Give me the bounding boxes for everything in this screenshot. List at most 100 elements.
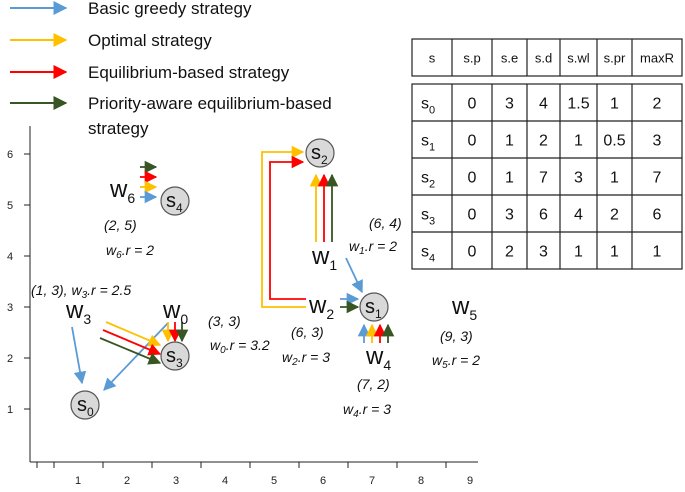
arrow-w1-s1-greedy <box>345 257 363 294</box>
legend-label: Optimal strategy <box>88 31 212 50</box>
station-s4: s4 <box>160 186 190 216</box>
assignment-arrows <box>71 145 395 391</box>
station-node <box>70 390 100 420</box>
worker-radius: w5.r = 2 <box>432 352 480 371</box>
table-cell: 0 <box>468 244 477 261</box>
table-cell: 0 <box>468 207 477 224</box>
legend-item-equilibrium: Equilibrium-based strategy <box>10 63 290 82</box>
table-cell: 1.5 <box>567 96 589 113</box>
table-cell: 4 <box>539 96 548 113</box>
station-s3: s3 <box>160 341 190 371</box>
worker-w3: w3 (1, 3), w3.r = 2.5 <box>31 282 131 327</box>
arrow-w2-s2-optimal <box>261 145 306 308</box>
table-header-box <box>411 38 683 77</box>
worker-w6: w6 (2, 5) w6.r = 2 <box>104 176 154 261</box>
y-tick-label: 6 <box>7 149 13 161</box>
station-node <box>305 138 335 168</box>
table-header-cell: s.e <box>501 51 518 66</box>
legend: Basic greedy strategy Optimal strategy E… <box>10 0 332 138</box>
table-cell: 3 <box>539 244 548 261</box>
table-cell: 3 <box>653 133 662 150</box>
table-cell: 1 <box>505 170 514 187</box>
arrow-w3-s3-equilibrium <box>102 329 162 356</box>
table-station-cell: s2 <box>421 170 435 191</box>
legend-item-priority: Priority-aware equilibrium-based strateg… <box>10 94 332 138</box>
worker-radius: w0.r = 3.2 <box>210 337 270 356</box>
table-cell: 2 <box>539 133 548 150</box>
worker-coord: (3, 3) <box>208 313 241 329</box>
worker-coord: (9, 3) <box>440 328 473 344</box>
table-cell: 2 <box>505 244 514 261</box>
worker-coord: (6, 4) <box>369 215 402 231</box>
worker-w2: w2 (6, 3) w2.r = 3 <box>282 292 334 368</box>
table-header-cell: s.wl <box>567 51 590 66</box>
worker-radius: w6.r = 2 <box>106 242 154 261</box>
x-tick-label: 5 <box>271 475 277 487</box>
table-header-cell: maxR <box>640 51 674 66</box>
legend-label: Priority-aware equilibrium-based <box>88 94 332 113</box>
worker-radius: w4.r = 3 <box>343 401 391 420</box>
worker-label: w3 <box>65 297 91 327</box>
table-cell: 4 <box>574 207 583 224</box>
table-cell: 3 <box>505 207 514 224</box>
arrow-w0-s0-greedy <box>103 322 169 391</box>
station-label: s1 <box>365 296 382 321</box>
legend-label: Equilibrium-based strategy <box>88 63 290 82</box>
worker-w0: w0 (3, 3) w0.r = 3.2 <box>162 297 270 356</box>
table-station-cell: s4 <box>421 244 435 265</box>
station-node <box>160 341 190 371</box>
worker-coord: (6, 3) <box>291 324 324 340</box>
station-label: s4 <box>166 190 183 215</box>
table-station-cell: s1 <box>421 133 435 154</box>
table-cell: 2 <box>610 207 619 224</box>
table-cell: 1 <box>610 244 619 261</box>
table-cell: 7 <box>539 170 548 187</box>
table-cell: 0 <box>468 170 477 187</box>
legend-item-greedy: Basic greedy strategy <box>10 0 252 18</box>
arrow-w3-s0-greedy <box>71 326 87 385</box>
table-cell: 0.5 <box>603 133 625 150</box>
station-label: s2 <box>311 142 328 167</box>
station-s1: s1 <box>359 292 389 322</box>
worker-label: w2 <box>308 292 334 322</box>
worker-label: w5 <box>451 293 477 323</box>
station-label: s0 <box>77 394 94 419</box>
station-node <box>160 186 190 216</box>
table-header-cell: s.d <box>535 51 552 66</box>
table-cell: 1 <box>610 96 619 113</box>
table-cell: 7 <box>653 170 662 187</box>
table-body-box <box>411 83 683 270</box>
station-label: s3 <box>166 345 183 370</box>
worker-coord: (7, 2) <box>357 376 390 392</box>
worker-w4: w4 (7, 2) w4.r = 3 <box>343 343 391 420</box>
arrow-w3-s3-optimal <box>105 321 162 347</box>
table-cell: 6 <box>653 207 662 224</box>
table-cell: 0 <box>468 133 477 150</box>
x-tick-label: 2 <box>124 475 130 487</box>
worker-label: w6 <box>109 176 135 206</box>
legend-label-continued: strategy <box>88 119 149 138</box>
worker-w1: w1 (6, 4) w1.r = 2 <box>311 215 402 273</box>
station-s2: s2 <box>305 138 335 168</box>
table-cell: 1 <box>574 133 583 150</box>
y-tick-label: 4 <box>7 251 13 263</box>
table-cell: 2 <box>653 96 662 113</box>
table-cell: 1 <box>505 133 514 150</box>
y-tick-label: 1 <box>7 404 13 416</box>
x-tick-label: 3 <box>173 475 179 487</box>
table-station-cell: s0 <box>421 96 435 117</box>
table-cell: 1 <box>653 244 662 261</box>
worker-radius: w2.r = 3 <box>282 349 330 368</box>
table-station-cell: s3 <box>421 207 435 228</box>
table-cell: 3 <box>574 170 583 187</box>
x-tick-label: 8 <box>418 475 424 487</box>
table-header-cell: s <box>429 51 436 66</box>
x-tick-label: 4 <box>222 475 228 487</box>
y-tick-label: 3 <box>7 302 13 314</box>
table-header-cell: s.p <box>463 51 480 66</box>
